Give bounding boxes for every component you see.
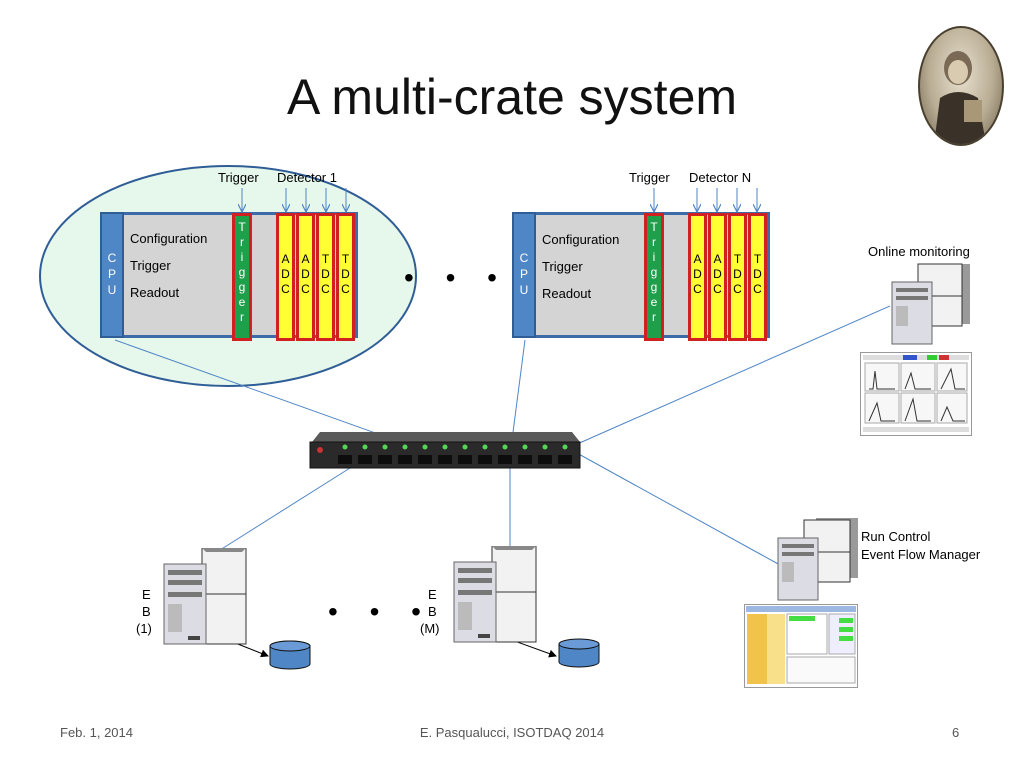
crate1-adc-module: A D C <box>296 213 315 341</box>
crate1-adc-module: A D C <box>276 213 295 341</box>
crate1-signal-trigger: Trigger <box>130 258 171 273</box>
crateN-tdc-module: T D C <box>748 213 767 341</box>
crate-n <box>512 212 770 338</box>
crateN-signal-configuration: Configuration <box>542 232 620 247</box>
crate1-signal-readout: Readout <box>130 285 180 300</box>
eb1-server-icon <box>163 548 247 645</box>
crate-1 <box>100 212 358 338</box>
crateN-adc-module: A D C <box>708 213 727 341</box>
link-crateN <box>511 339 526 441</box>
eb1-disk-icon <box>269 640 311 670</box>
ebm-e: E <box>428 587 437 602</box>
crate1-cpu: C P U <box>100 212 124 338</box>
page-number: 6 <box>952 725 960 740</box>
crate1-tdc-module: T D C <box>336 213 355 341</box>
crate1-trigger-module: T r i g g e r <box>232 213 252 341</box>
monitoring-screenshot <box>860 352 972 436</box>
monitoring-server-icon <box>891 263 970 345</box>
crateN-tdc-module: T D C <box>728 213 747 341</box>
run-control-server-icon <box>777 518 858 601</box>
ebm-server-icon <box>453 546 537 643</box>
crateN-adc-module: A D C <box>688 213 707 341</box>
crate1-trigger-label: Trigger <box>218 170 259 185</box>
link-monitor <box>574 305 891 446</box>
page-title: A multi-crate system <box>286 69 738 125</box>
footer-date: Feb. 1, 2014 <box>60 725 133 740</box>
online-monitoring-label: Online monitoring <box>868 244 970 259</box>
eb-ellipsis: • • • <box>328 596 433 627</box>
portrait-image <box>918 26 1004 146</box>
crate1-tdc-module: T D C <box>316 213 335 341</box>
crateN-signal-readout: Readout <box>542 286 592 301</box>
crateN-cpu: C P U <box>512 212 536 338</box>
ebm-index: (M) <box>420 621 440 636</box>
crateN-signal-trigger: Trigger <box>542 259 583 274</box>
link-crate1 <box>114 339 396 441</box>
eb1-index: (1) <box>136 621 152 636</box>
crate1-detector-label: Detector 1 <box>277 170 337 185</box>
footer-author: E. Pasqualucci, ISOTDAQ 2014 <box>419 725 605 740</box>
eb1-e: E <box>142 587 151 602</box>
crateN-trigger-module: T r i g g e r <box>644 213 664 341</box>
link-eb1 <box>219 467 351 551</box>
run-control-label: Run Control <box>861 529 931 544</box>
crates-ellipsis: • • • <box>404 262 509 293</box>
crate1-signal-configuration: Configuration <box>130 231 208 246</box>
crateN-detector-label: Detector N <box>689 170 752 185</box>
ebm-b: B <box>428 604 437 619</box>
event-flow-manager-label: Event Flow Manager <box>861 547 981 562</box>
run-control-screenshot <box>744 604 858 688</box>
eb1-b: B <box>142 604 151 619</box>
link-runcontrol <box>574 451 781 566</box>
ebm-disk-icon <box>558 638 600 668</box>
network-switch-icon <box>309 432 581 469</box>
crateN-trigger-label: Trigger <box>629 170 670 185</box>
